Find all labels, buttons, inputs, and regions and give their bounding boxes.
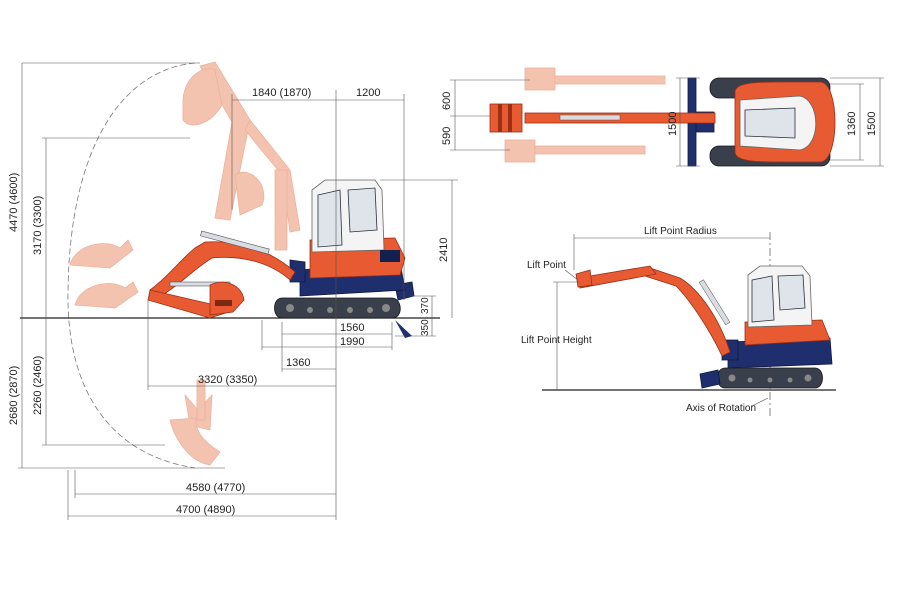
bucket xyxy=(209,281,245,316)
dim-min-swing-radius: 3320 (3350) xyxy=(198,374,257,386)
label-lift-point: Lift Point xyxy=(527,260,566,271)
label-lift-point-radius: Lift Point Radius xyxy=(644,226,717,237)
dim-max-dig-depth: 2680 (2870) xyxy=(8,366,20,425)
excavator-side xyxy=(147,179,415,319)
track xyxy=(274,297,401,319)
ghost-arm-raised xyxy=(182,61,301,251)
dim-max-dump-height: 3170 (3300) xyxy=(32,196,44,255)
label-axis-of-rotation: Axis of Rotation xyxy=(686,403,756,414)
dim-cab-height: 2410 xyxy=(438,238,450,262)
dim-overall-width: 1500 xyxy=(866,112,878,136)
side-view: 1840 (1870) 1200 4470 (4600) 3170 (3300)… xyxy=(8,61,458,520)
dim-track-length: 1560 xyxy=(340,322,364,334)
dim-top-reach-left: 1840 (1870) xyxy=(252,87,311,99)
dim-offset-left: 600 xyxy=(441,92,453,110)
dim-tail-swing: 1360 xyxy=(286,357,310,369)
top-view: 600 590 1500 1360 1500 xyxy=(441,67,884,167)
dim-top-reach-right: 1200 xyxy=(356,87,380,99)
dim-max-reach: 4700 (4890) xyxy=(176,504,235,516)
lift-view: Lift Point Radius Lift Point Lift Point … xyxy=(521,226,836,418)
top-bucket xyxy=(489,103,523,133)
dim-max-dig-height: 4470 (4600) xyxy=(8,173,20,232)
digging-envelope xyxy=(67,62,196,469)
dim-track-gauge: 1360 xyxy=(846,112,858,136)
ghost-arm-lowered xyxy=(169,379,221,466)
dim-blade-lift: 370 xyxy=(420,297,431,314)
ghost-bucket-mid xyxy=(69,239,139,309)
dim-reach-ground: 4580 (4770) xyxy=(186,482,245,494)
dim-overall-track: 1990 xyxy=(340,336,364,348)
dim-vertical-wall-depth: 2260 (2460) xyxy=(32,356,44,415)
dim-offset-right: 590 xyxy=(441,127,453,145)
dim-blade-depth: 350 xyxy=(420,319,431,336)
lift-boom xyxy=(644,267,731,357)
dim-blade-width: 1500 xyxy=(667,112,679,136)
label-lift-point-height: Lift Point Height xyxy=(521,335,592,346)
